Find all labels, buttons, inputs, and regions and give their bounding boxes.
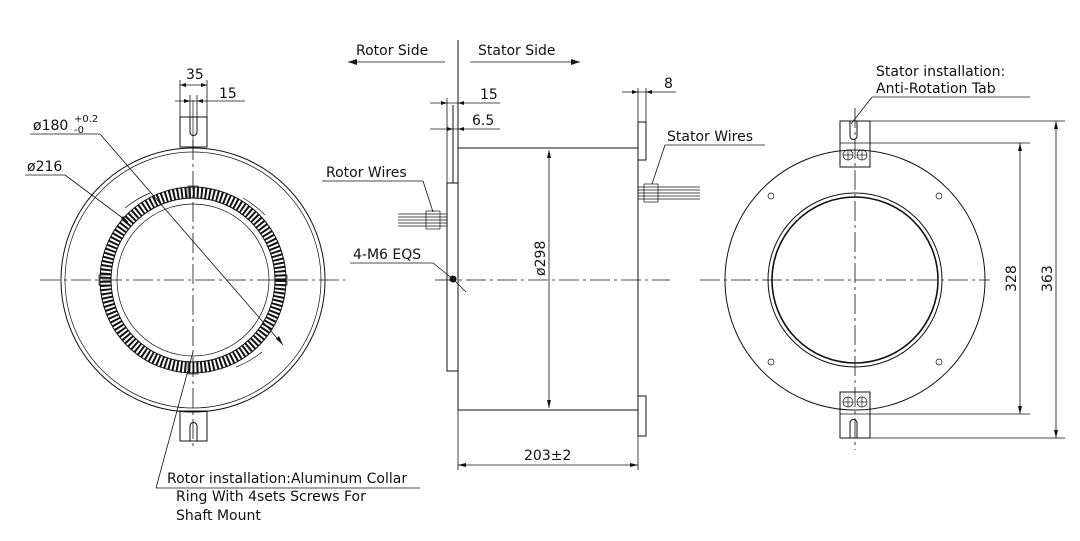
collar-arc-slot (124, 192, 151, 209)
rotor-side-label: Rotor Side (356, 43, 428, 59)
dim-363: 363 (1040, 265, 1056, 292)
dim-8: 8 (664, 76, 673, 92)
rotor-wires-label: Rotor Wires (326, 165, 407, 181)
stator-tab-bottom (637, 395, 647, 437)
left-outer-inner-circle (64, 151, 322, 409)
dim-15-left: 15 (219, 86, 237, 102)
collar-screw-slot (187, 361, 199, 375)
dim-15-mid: 15 (480, 87, 498, 103)
stator-wire-bundle (638, 183, 700, 203)
rotor-install-line-1: Rotor installation:Aluminum Collar (167, 471, 407, 487)
right-bore-inner (771, 196, 939, 364)
dim-180-tol-minus: -0 (74, 125, 84, 136)
right-bottom-tab (839, 391, 871, 439)
collar-screw-slot (187, 185, 199, 199)
stator-install-line-2: Anti-Rotation Tab (876, 81, 996, 97)
rotor-wire-bundle (398, 210, 447, 230)
dim-216: ø216 (27, 159, 62, 175)
bore-circle (116, 203, 270, 357)
collar-screw-slot (274, 274, 288, 286)
collar-arc-slot (235, 351, 263, 368)
rotor-install-line-2: Ring With 4sets Screws For (176, 489, 366, 505)
mount-hole (935, 358, 943, 366)
collar-outer-edge (99, 186, 287, 374)
dim-298: ø298 (533, 241, 549, 276)
rotor-install-line-3: Shaft Mount (176, 508, 261, 524)
dim-203: 203±2 (524, 448, 571, 464)
screws-label: 4-M6 EQS (353, 247, 421, 263)
stator-side-label: Stator Side (478, 43, 556, 59)
left-bottom-tab (179, 410, 208, 442)
left-top-tab (179, 116, 208, 148)
stator-install-line-1: Stator installation: (876, 64, 1005, 80)
dim-35: 35 (186, 67, 204, 83)
dim-180: ø180 (33, 118, 68, 134)
right-view: 328 363 (700, 96, 1065, 450)
left-view: 35 15 ø180 +0.2 -0 ø216 (25, 67, 420, 489)
collar-ring (100, 187, 286, 373)
dim-6-5: 6.5 (472, 113, 494, 129)
mount-hole (935, 192, 943, 200)
slip-ring-body (457, 147, 639, 411)
right-bore-outer (767, 192, 943, 368)
stator-wires-label: Stator Wires (667, 129, 753, 145)
mount-hole (767, 358, 775, 366)
middle-view: Rotor Side Stator Side 4-M6 EQS (322, 40, 765, 470)
mount-hole (767, 192, 775, 200)
right-top-tab (839, 120, 871, 168)
dim-328: 328 (1004, 265, 1020, 292)
collar-screw-slot (98, 274, 112, 286)
right-outer-circle (724, 149, 986, 411)
collar-arc-slot (242, 197, 266, 216)
dim-180-tol-plus: +0.2 (74, 114, 98, 125)
stator-tab-top (637, 121, 647, 161)
